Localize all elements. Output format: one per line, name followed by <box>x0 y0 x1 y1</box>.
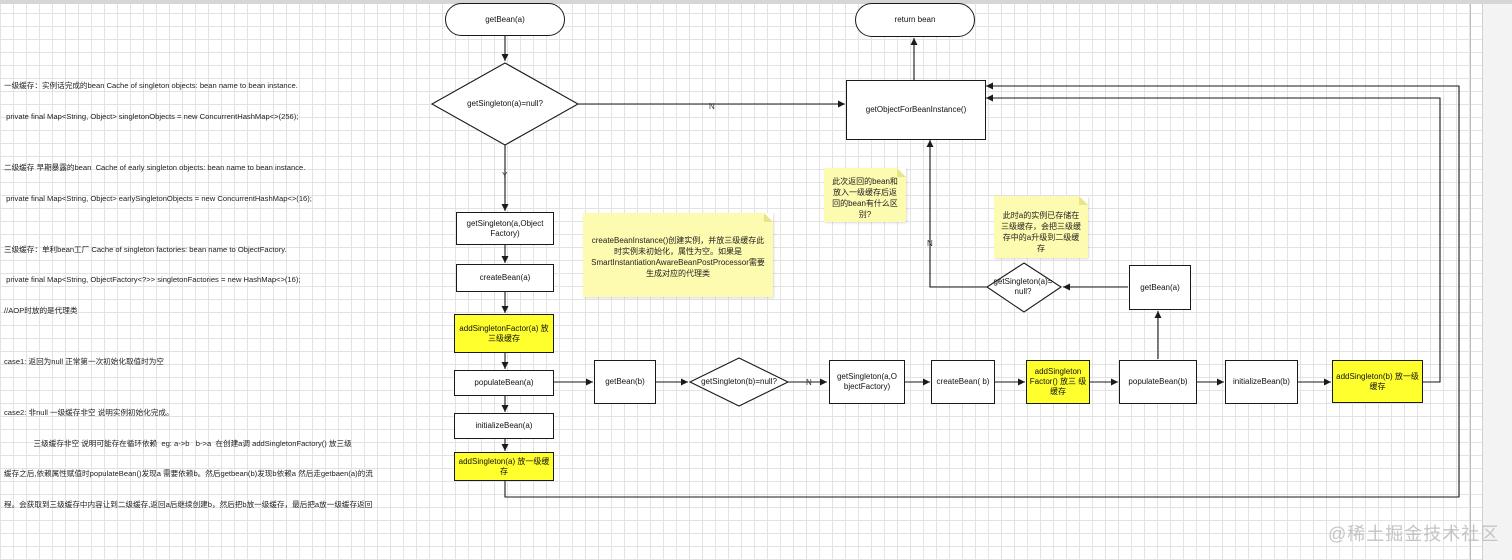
add-singleton-factory-b[interactable]: addSingleton Factor() 放三 级缓存 <box>1026 360 1090 404</box>
get-object-for-bean-instance[interactable]: getObjectForBeanInstance() <box>846 80 986 140</box>
initialize-bean-b[interactable]: initializeBean(b) <box>1225 360 1298 404</box>
add-singleton-a[interactable]: addSingleton(a) 放一级缓存 <box>454 452 554 481</box>
get-singleton-a-factory[interactable]: getSingleton(a,Object Factory) <box>456 212 554 245</box>
note-line: case1: 返回为null 正常第一次初始化取值时为空 <box>4 356 164 366</box>
decision-diamond-b <box>688 357 790 407</box>
add-singleton-b[interactable]: addSingleton(b) 放一级缓存 <box>1332 360 1423 403</box>
get-bean-a-inner[interactable]: getBean(a) <box>1129 265 1191 310</box>
edge-addsingleton-b-to-getobject <box>986 94 1441 383</box>
note-line: private final Map<String, ObjectFactory<… <box>4 275 301 285</box>
note-line: private final Map<String, Object> earlyS… <box>4 193 312 203</box>
note-line: private final Map<String, Object> single… <box>4 112 299 122</box>
note-line: 二级缓存 早期暴露的bean Cache of early singleton … <box>4 163 306 173</box>
add-singleton-factory-a[interactable]: addSingletonFactor(a) 放三级缓存 <box>454 314 554 353</box>
start-getbean-a[interactable]: getBean(a) <box>445 3 565 36</box>
edge-inner-diamond-no <box>926 140 987 288</box>
initialize-bean-a[interactable]: initializeBean(a) <box>454 413 554 439</box>
note-line: 缓存之后,依赖属性赋值时populateBean()发现a 需要依赖b。然后ge… <box>4 469 373 479</box>
sticky-create-bean-instance: createBeanInstance()创建实例，并放三级缓存此时实例未初始化，… <box>583 213 773 297</box>
populate-bean-b[interactable]: populateBean(b) <box>1119 360 1197 404</box>
edge-label-n-mid: N <box>806 378 812 387</box>
end-return-bean[interactable]: return bean <box>855 3 975 37</box>
note-line: 三级缓存非空 说明可能存在循环依赖 eg: a->b b->a 在创建a调 ad… <box>4 438 352 448</box>
sticky-upgrade-cache: 此时a的实例已存储在三级缓存，会把三级缓存中的a升级到二级缓存 <box>994 196 1088 258</box>
get-singleton-b-factory[interactable]: getSingleton(a,O bjectFactory) <box>829 360 905 404</box>
watermark: @稀土掘金技术社区 <box>1328 524 1500 544</box>
page-edge <box>1470 4 1471 560</box>
note-line: //AOP时放的是代理类 <box>4 305 78 315</box>
note-line: 三级缓存：单利bean工厂 Cache of singleton factori… <box>4 244 287 254</box>
get-bean-b[interactable]: getBean(b) <box>594 360 656 404</box>
edge-label-n-inner: N <box>927 239 933 248</box>
create-bean-a[interactable]: createBean(a) <box>456 264 554 292</box>
decision-get-singleton-a-null-inner[interactable]: getSingleton(a)= null? <box>993 277 1053 296</box>
cache-notes: 一级缓存：实例话完成的bean Cache of singleton objec… <box>4 61 414 520</box>
populate-bean-a[interactable]: populateBean(a) <box>454 370 554 396</box>
edge-label-n-top: N <box>709 102 715 111</box>
note-line: case2: 非null 一级缓存非空 说明实例初始化完成。 <box>4 407 174 417</box>
top-toolbar-edge <box>0 0 1512 4</box>
create-bean-b[interactable]: createBean( b) <box>931 360 995 404</box>
edge-addsingleton-a-to-getobject <box>504 82 1460 498</box>
decision-get-singleton-b-null[interactable]: getSingleton(b)=null? <box>701 377 777 386</box>
note-line: 程。会获取到三级缓存中内容让到二级缓存,返回a后继续创建b，然后把b放一级缓存，… <box>4 499 373 509</box>
note-line: 一级缓存：实例话完成的bean Cache of singleton objec… <box>4 81 298 91</box>
sticky-question: 此次返回的bean和放入一级缓存后返回的bean有什么区别? <box>824 168 906 222</box>
decision-diamond-a-inner <box>986 262 1062 313</box>
decision-get-singleton-a-null[interactable]: getSingleton(a)=null? <box>467 99 543 108</box>
edge-label-y: Y <box>502 171 508 180</box>
right-scrollbar[interactable] <box>1482 4 1512 560</box>
